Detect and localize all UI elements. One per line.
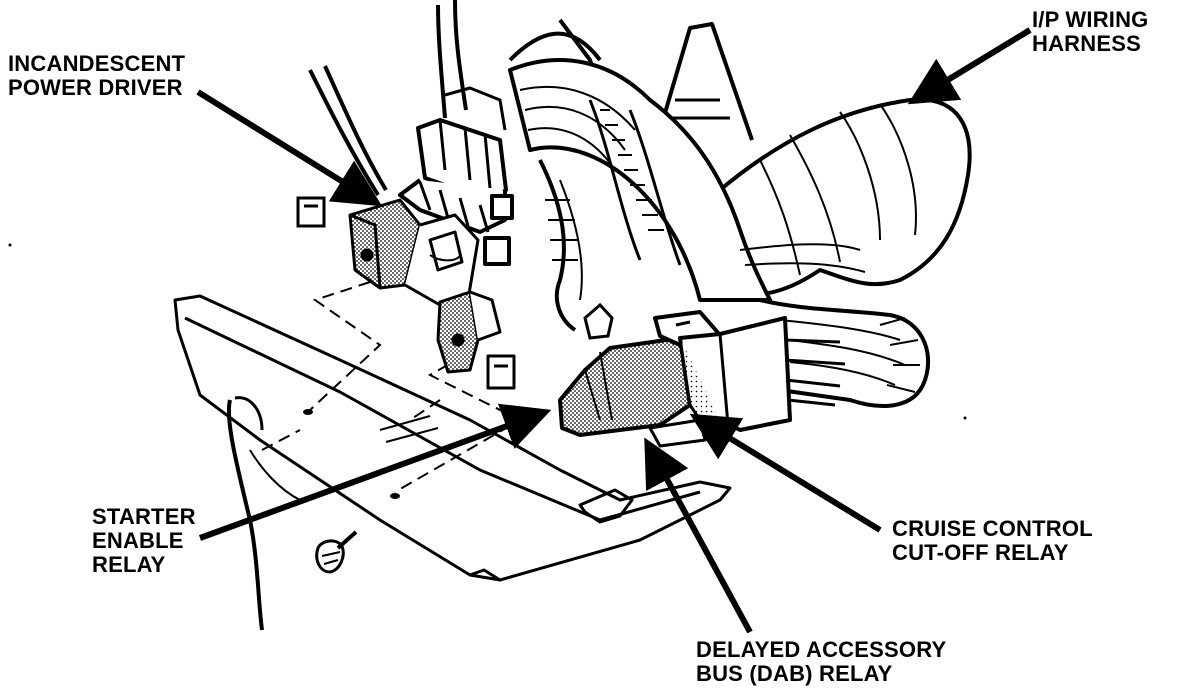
arrow-dab-relay xyxy=(644,437,753,634)
label-line: STARTER xyxy=(92,504,196,529)
label-line: DELAYED ACCESSORY xyxy=(696,637,947,662)
label-line: ENABLE xyxy=(92,528,184,553)
cruise-control-relay-assembly xyxy=(558,310,846,448)
arrow-incandescent-power-driver xyxy=(196,89,383,207)
starter-enable-relay xyxy=(436,290,516,390)
incandescent-power-driver xyxy=(348,198,480,307)
label-line: CRUISE CONTROL xyxy=(892,516,1093,541)
label-line: CUT-OFF RELAY xyxy=(892,540,1069,565)
arrow-cruise-control-relay xyxy=(689,413,882,533)
label-ip-wiring-harness: I/P WIRING HARNESS xyxy=(1032,8,1149,56)
screw xyxy=(315,530,358,574)
small-connector-left xyxy=(296,196,326,228)
support-bracket xyxy=(658,22,754,141)
arrow-starter-enable-relay xyxy=(198,403,552,541)
harness-connector xyxy=(398,86,514,266)
arrow-ip-wiring-harness xyxy=(907,27,1032,105)
label-incandescent-power-driver: INCANDESCENT POWER DRIVER xyxy=(8,52,185,100)
ip-wiring-harness xyxy=(508,58,972,408)
mounting-holes xyxy=(303,409,439,499)
label-line: RELAY xyxy=(92,552,166,577)
label-line: I/P WIRING xyxy=(1032,7,1149,32)
label-delayed-accessory-bus-relay: DELAYED ACCESSORY BUS (DAB) RELAY xyxy=(696,638,946,686)
label-line: INCANDESCENT xyxy=(8,51,186,76)
label-line: POWER DRIVER xyxy=(8,75,183,100)
label-starter-enable-relay: STARTER ENABLE RELAY xyxy=(92,505,196,577)
label-cruise-control-cutoff-relay: CRUISE CONTROL CUT-OFF RELAY xyxy=(892,517,1093,565)
pointer-arrows xyxy=(196,27,1032,634)
label-line: HARNESS xyxy=(1032,31,1141,56)
small-connector-center xyxy=(583,302,614,340)
label-line: BUS (DAB) RELAY xyxy=(696,661,893,686)
specks xyxy=(8,243,967,420)
